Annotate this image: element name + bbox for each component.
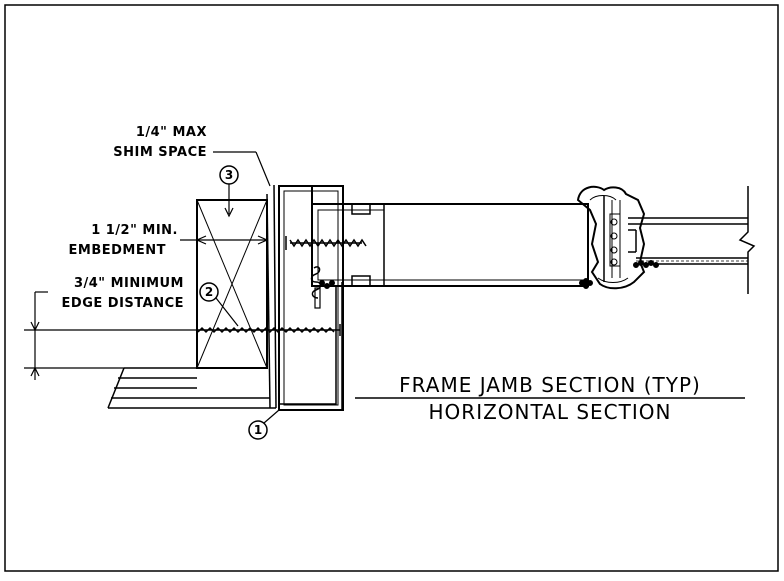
shim-leader — [213, 151, 271, 187]
masonry-wall — [107, 367, 276, 409]
callout-2-label: 2 — [205, 285, 213, 299]
embedment-label-line1: 1 1/2" MIN. — [91, 223, 178, 238]
callout-2: 2 — [199, 282, 239, 327]
edge-distance-label-line1: 3/4" MINIMUM — [74, 276, 184, 291]
sealant-coil — [310, 266, 322, 309]
glass-unit — [628, 217, 748, 265]
edge-distance-dimension — [24, 291, 196, 380]
callout-3-label: 3 — [225, 168, 233, 182]
break-line — [738, 186, 756, 294]
sheet-border — [4, 4, 779, 572]
embedment-dimension — [180, 235, 269, 245]
shim — [266, 184, 277, 409]
callout-3: 3 — [219, 165, 239, 218]
shim-label-line1: 1/4" MAX — [136, 125, 207, 140]
mullion-tube — [311, 203, 589, 287]
embedment-label-line2: EMBEDMENT — [69, 243, 166, 258]
anchor-screw-upper — [285, 236, 367, 250]
callout-1: 1 — [248, 409, 280, 440]
anchor-screw-lower — [197, 324, 341, 336]
glazing-bead — [576, 185, 646, 290]
drawing-subtitle: HORIZONTAL SECTION — [429, 400, 672, 424]
receptor-clip — [278, 282, 343, 411]
wood-blocking — [196, 199, 268, 369]
shim-label-line2: SHIM SPACE — [113, 145, 207, 160]
edge-distance-label-line2: EDGE DISTANCE — [62, 296, 184, 311]
drawing-title: FRAME JAMB SECTION (TYP) — [399, 373, 701, 397]
callout-1-label: 1 — [254, 423, 262, 437]
